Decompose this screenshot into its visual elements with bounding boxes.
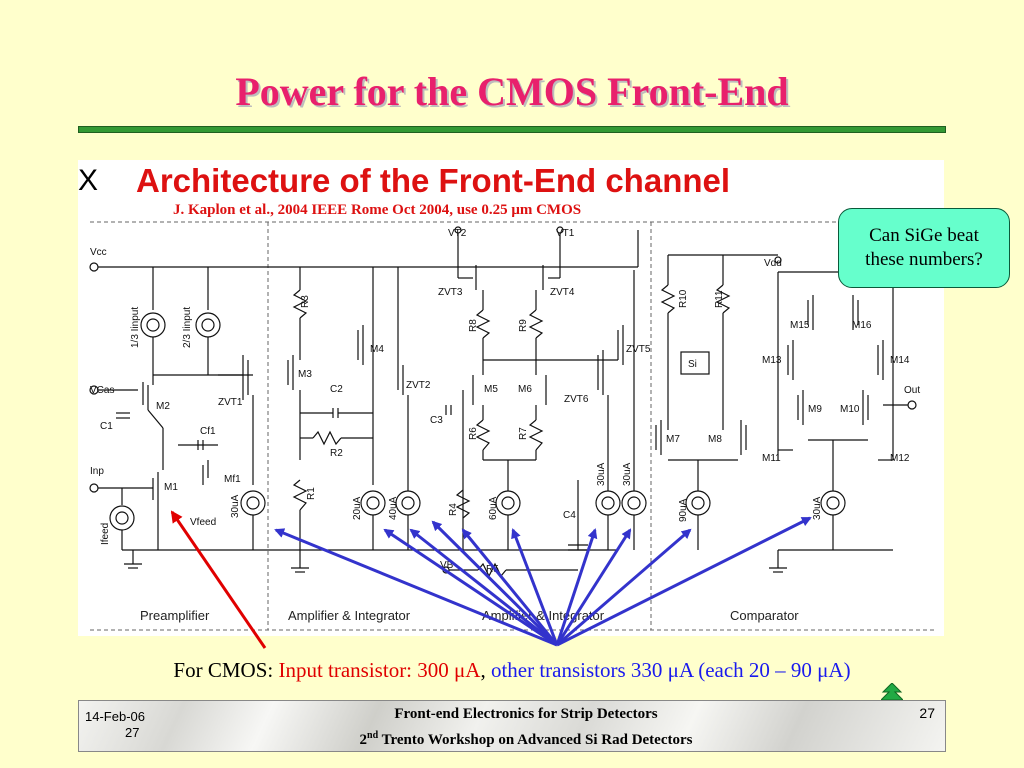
power-summary: For CMOS: Input transistor: 300 μA, othe… xyxy=(0,658,1024,683)
label-c4: C4 xyxy=(563,510,576,521)
label-zvt4: ZVT4 xyxy=(550,287,575,298)
comparator-block xyxy=(655,254,917,573)
label-m12: M12 xyxy=(890,453,910,464)
section-label-preamplifier: Preamplifier xyxy=(140,608,210,623)
label-m2: M2 xyxy=(156,401,170,412)
footer-ordinal-suffix: nd xyxy=(367,730,379,741)
summary-other-transistors: other transistors 330 μA (each 20 – 90 μ… xyxy=(490,658,851,682)
label-90ua: 90uA xyxy=(678,498,689,522)
label-vb: VB xyxy=(440,560,454,571)
label-inp: Inp xyxy=(90,466,104,477)
label-r9: R9 xyxy=(518,319,529,332)
label-30ua-c: 30uA xyxy=(622,462,633,486)
label-zvt6: ZVT6 xyxy=(564,394,589,405)
label-vcas: VCas xyxy=(90,385,114,396)
circuit-figure: X Architecture of the Front-End channel … xyxy=(78,160,944,636)
sige-callout: Can SiGe beat these numbers? xyxy=(838,208,1010,288)
label-30ua-a: 30uA xyxy=(230,494,241,518)
label-m5: M5 xyxy=(484,384,498,395)
label-ifeed: Ifeed xyxy=(100,523,111,545)
label-40ua: 40uA xyxy=(388,496,399,520)
summary-comma: , xyxy=(480,658,491,682)
slide-footer: 14-Feb-06 27 Front-end Electronics for S… xyxy=(78,700,946,752)
label-r10: R10 xyxy=(678,289,689,308)
footer-ordinal: 2 xyxy=(359,732,368,748)
label-60ua: 60uA xyxy=(488,496,499,520)
label-20ua: 20uA xyxy=(352,496,363,520)
label-m16: M16 xyxy=(852,320,872,331)
label-r11: R11 xyxy=(714,290,725,308)
label-m7: M7 xyxy=(666,434,680,445)
amplifier-integrator-1 xyxy=(287,267,421,573)
section-label-comparator: Comparator xyxy=(730,608,799,623)
footer-page-right: 27 xyxy=(919,705,935,721)
label-c1: C1 xyxy=(100,421,113,432)
section-boundaries xyxy=(90,221,936,631)
footer-page-left: 27 xyxy=(125,725,140,740)
label-23-input: 2/3 Iinput xyxy=(182,307,193,348)
label-m9: M9 xyxy=(808,404,822,415)
label-mf1: Mf1 xyxy=(224,474,241,485)
label-zvt1: ZVT1 xyxy=(218,397,243,408)
label-vt1: VT1 xyxy=(556,228,575,239)
summary-input-transistor: Input transistor: 300 μA xyxy=(278,658,481,682)
label-r1: R1 xyxy=(306,487,317,500)
label-cf1: Cf1 xyxy=(200,426,216,437)
label-si: Si xyxy=(688,359,697,370)
label-r8: R8 xyxy=(468,319,479,332)
title-divider xyxy=(78,126,946,133)
label-r7: R7 xyxy=(518,427,529,440)
label-zvt3: ZVT3 xyxy=(438,287,463,298)
summary-prefix: For CMOS: xyxy=(173,658,279,682)
label-r6: R6 xyxy=(468,427,479,440)
footer-date: 14-Feb-06 xyxy=(85,709,145,724)
vcc-terminal xyxy=(89,262,99,272)
label-m6: M6 xyxy=(518,384,532,395)
callout-line-2: these numbers? xyxy=(865,249,983,270)
slide-title: Power for the CMOS Front-End xyxy=(235,69,789,114)
label-m15: M15 xyxy=(790,320,810,331)
label-30ua-b: 30uA xyxy=(596,462,607,486)
label-m1: M1 xyxy=(164,482,178,493)
section-label-amplifier-2: Amplifier & Integrator xyxy=(482,608,605,623)
label-m11: M11 xyxy=(762,453,781,464)
footer-title: Front-end Electronics for Strip Detector… xyxy=(293,704,759,751)
navigation-tree-icon[interactable] xyxy=(881,683,903,701)
label-13-input: 1/3 Iinput xyxy=(130,307,141,348)
label-m10: M10 xyxy=(840,404,860,415)
label-c2: C2 xyxy=(330,384,343,395)
label-r5: R5 xyxy=(486,564,499,575)
figure-heading: Architecture of the Front-End channel xyxy=(136,162,731,199)
label-c3: C3 xyxy=(430,415,443,426)
label-r2: R2 xyxy=(330,448,343,459)
label-m13: M13 xyxy=(762,355,782,366)
footer-line-2: 2nd Trento Workshop on Advanced Si Rad D… xyxy=(293,725,759,751)
label-m8: M8 xyxy=(708,434,722,445)
preamplifier-block xyxy=(89,267,266,569)
footer-line-1: Front-end Electronics for Strip Detector… xyxy=(394,706,658,722)
label-vt2: VT2 xyxy=(448,228,467,239)
label-out: Out xyxy=(904,385,920,396)
callout-line-1: Can SiGe beat xyxy=(869,225,979,247)
label-m4: M4 xyxy=(370,344,384,355)
label-vcc: Vcc xyxy=(90,247,107,258)
footer-workshop: Trento Workshop on Advanced Si Rad Detec… xyxy=(378,732,693,748)
section-label-amplifier-1: Amplifier & Integrator xyxy=(288,608,411,623)
label-m14: M14 xyxy=(890,355,910,366)
circuit-schematic: Vcc xyxy=(89,221,936,631)
label-zvt5: ZVT5 xyxy=(626,344,651,355)
label-r3: R3 xyxy=(300,295,311,308)
label-r4: R4 xyxy=(448,503,459,516)
amplifier-integrator-2 xyxy=(442,226,647,578)
figure-citation: J. Kaplon et al., 2004 IEEE Rome Oct 200… xyxy=(173,202,582,218)
label-30ua-d: 30uA xyxy=(812,496,823,520)
label-vfeed: Vfeed xyxy=(190,517,216,528)
label-vdd: Vdd xyxy=(764,258,782,269)
corner-mark: X xyxy=(78,164,99,197)
label-zvt2: ZVT2 xyxy=(406,380,431,391)
label-m3: M3 xyxy=(298,369,312,380)
